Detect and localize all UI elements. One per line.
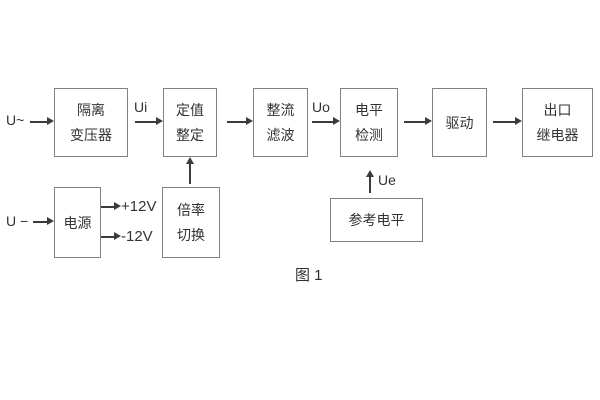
figure-caption: 图 1 bbox=[295, 267, 323, 284]
input-ac-label: U~ bbox=[6, 112, 25, 128]
arrow-plus12v-line bbox=[101, 206, 115, 208]
arrow-ac-input-head bbox=[47, 117, 54, 125]
arrow-ui-line bbox=[135, 121, 157, 123]
signal-ue-label: Ue bbox=[378, 172, 396, 188]
signal-minus12v-label: -12V bbox=[121, 228, 153, 245]
arrow-level-to-drive-head bbox=[425, 117, 432, 125]
block-ratio-switch-line2: 切换 bbox=[177, 227, 205, 243]
block-drive-label: 驱动 bbox=[445, 114, 474, 131]
block-drive: 驱动 bbox=[432, 88, 487, 157]
arrow-drive-to-relay-head bbox=[515, 117, 522, 125]
block-level-detect: 电平 检测 bbox=[340, 88, 398, 157]
arrow-ac-input-line bbox=[30, 121, 48, 123]
arrow-level-to-drive-line bbox=[404, 121, 426, 123]
signal-uo-label: Uo bbox=[312, 99, 330, 115]
block-isolation-transformer-line2: 变压器 bbox=[70, 127, 112, 143]
arrow-setpoint-to-rectifier-line bbox=[227, 121, 247, 123]
arrow-ratio-to-setpoint-head bbox=[186, 157, 194, 164]
block-isolation-transformer: 隔离 变压器 bbox=[54, 88, 128, 157]
block-setpoint-adjust: 定值 整定 bbox=[163, 88, 217, 157]
block-level-detect-line1: 电平 bbox=[355, 102, 383, 118]
block-rectify-filter: 整流 滤波 bbox=[253, 88, 308, 157]
arrow-ui-head bbox=[156, 117, 163, 125]
signal-plus12v-label: +12V bbox=[121, 198, 157, 215]
block-rectify-filter-line2: 滤波 bbox=[266, 127, 295, 143]
block-power: 电源 bbox=[54, 187, 101, 258]
input-dc-label: U − bbox=[6, 213, 29, 229]
arrow-ue-head bbox=[366, 170, 374, 177]
signal-ui-label: Ui bbox=[134, 99, 148, 115]
block-output-relay: 出口 继电器 bbox=[522, 88, 593, 157]
arrow-setpoint-to-rectifier-head bbox=[246, 117, 253, 125]
arrow-dc-input-head bbox=[47, 217, 54, 225]
arrow-drive-to-relay-line bbox=[493, 121, 516, 123]
arrow-ue-line bbox=[369, 177, 371, 193]
block-setpoint-adjust-line1: 定值 bbox=[176, 102, 204, 118]
block-reference-level-label: 参考电平 bbox=[348, 212, 405, 228]
arrow-uo-line bbox=[312, 121, 334, 123]
arrow-minus12v-head bbox=[114, 232, 121, 240]
block-isolation-transformer-line1: 隔离 bbox=[77, 102, 105, 118]
arrow-dc-input-line bbox=[33, 221, 48, 223]
block-rectify-filter-line1: 整流 bbox=[266, 102, 295, 118]
block-power-label: 电源 bbox=[63, 214, 92, 231]
block-output-relay-line1: 出口 bbox=[543, 102, 572, 118]
block-setpoint-adjust-line2: 整定 bbox=[176, 127, 204, 143]
block-output-relay-line2: 继电器 bbox=[536, 127, 579, 143]
block-ratio-switch-line1: 倍率 bbox=[177, 202, 205, 218]
arrow-minus12v-line bbox=[101, 236, 115, 238]
block-level-detect-line2: 检测 bbox=[355, 127, 383, 143]
block-reference-level: 参考电平 bbox=[330, 198, 423, 242]
arrow-plus12v-head bbox=[114, 202, 121, 210]
arrow-uo-head bbox=[333, 117, 340, 125]
arrow-ratio-to-setpoint-line bbox=[189, 164, 191, 184]
block-ratio-switch: 倍率 切换 bbox=[162, 187, 220, 258]
